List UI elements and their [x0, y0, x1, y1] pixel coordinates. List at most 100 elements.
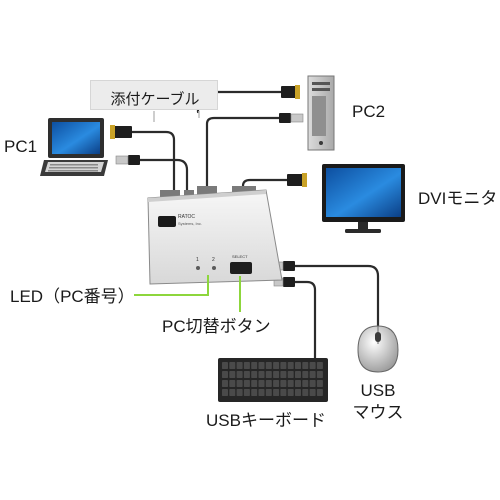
usb-mouse-icon	[357, 325, 399, 373]
monitor-dvi-cable	[241, 178, 290, 192]
keyboard-key	[273, 371, 280, 378]
keyboard-key	[265, 380, 272, 387]
pc1-usb-cable	[138, 158, 189, 198]
keyboard-key	[236, 371, 243, 378]
keyboard-key	[302, 362, 309, 369]
keyboard-key	[243, 371, 250, 378]
usb-keyboard-icon	[218, 358, 328, 402]
kvm-switch-device	[147, 186, 283, 285]
keyboard-key	[265, 389, 272, 396]
pc-switch-button-label: PC切替ボタン	[162, 317, 271, 336]
keyboard-key	[287, 362, 294, 369]
pc2-dvi-plug	[281, 85, 300, 99]
keyboard-key	[287, 380, 294, 387]
select-button-body	[230, 262, 252, 274]
keyboard-key	[265, 362, 272, 369]
keyboard-key	[251, 380, 258, 387]
pc2-usb-cable	[205, 116, 282, 192]
keyboard-key	[280, 371, 287, 378]
keyboard-key	[316, 362, 323, 369]
pc1-dvi-cable	[130, 130, 176, 198]
keyboard-key	[295, 371, 301, 378]
pc1-usb-plug	[115, 155, 140, 165]
keyboard-key	[229, 371, 236, 378]
led-label: LED（PC番号）	[10, 287, 135, 306]
keyboard-key	[316, 371, 323, 378]
keyboard-key	[222, 389, 228, 396]
pc2-usb-plug	[279, 113, 304, 123]
keyboard-key	[273, 380, 280, 387]
led-1-indicator	[196, 266, 200, 270]
keyboard-key	[236, 362, 243, 369]
keyboard-key	[222, 362, 228, 369]
dvi-port-pc2	[197, 186, 217, 196]
dvi-monitor-label: DVIモニタ	[418, 189, 498, 208]
keyboard-key	[302, 389, 309, 396]
keyboard-key	[280, 380, 287, 387]
keyboard-key	[273, 389, 280, 396]
keyboard-key	[229, 380, 236, 387]
mouse-cable	[293, 264, 380, 328]
pc2-label: PC2	[352, 102, 386, 121]
keyboard-key	[302, 380, 309, 387]
keyboard-key	[251, 371, 258, 378]
led-callout-line	[134, 275, 209, 296]
device-led-1-number: 1	[196, 257, 199, 263]
included-cable-tag: 添付ケーブル	[90, 80, 218, 110]
device-led-2-number: 2	[212, 257, 215, 263]
usb-mouse-label-line1: USB	[360, 381, 396, 400]
keyboard-keys	[222, 362, 323, 396]
keyboard-key	[273, 362, 280, 369]
keyboard-key	[243, 380, 250, 387]
keyboard-key	[309, 380, 316, 387]
keyboard-key	[222, 380, 228, 387]
cable-tag-pointers	[153, 111, 200, 122]
pc1-dvi-plug	[110, 125, 132, 139]
keyboard-key	[265, 371, 272, 378]
keyboard-key	[287, 371, 294, 378]
keyboard-key	[287, 389, 294, 396]
keyboard-key	[251, 362, 258, 369]
brand-logo-mark	[158, 216, 176, 227]
keyboard-key	[258, 362, 265, 369]
keyboard-key	[229, 362, 236, 369]
usb-mouse-label-line2: マウス	[352, 403, 404, 422]
usb-port-pc1	[184, 190, 194, 198]
keyboard-key	[243, 389, 250, 396]
keyboard-key	[251, 389, 258, 396]
device-usb-plug-2	[273, 277, 295, 287]
keyboard-key	[295, 362, 301, 369]
keyboard-key	[309, 389, 316, 396]
dvi-monitor-icon	[322, 164, 405, 233]
pc1-label: PC1	[4, 137, 38, 156]
pc1-laptop-icon	[40, 118, 108, 176]
dvi-port-pc1	[160, 190, 180, 198]
keyboard-key	[280, 362, 287, 369]
keyboard-key	[316, 380, 323, 387]
pc2-tower-icon	[307, 75, 335, 151]
monitor-dvi-plug	[287, 173, 307, 187]
keyboard-key	[258, 380, 265, 387]
keyboard-key	[258, 371, 265, 378]
usb-keyboard-label: USBキーボード	[206, 411, 326, 430]
keyboard-key	[302, 371, 309, 378]
device-select-label[interactable]: SELECT	[232, 254, 248, 259]
keyboard-key	[229, 389, 236, 396]
keyboard-key	[243, 362, 250, 369]
device-brand-sub: Systems, Inc.	[178, 221, 203, 226]
connectors	[110, 85, 307, 287]
cables	[130, 90, 380, 360]
keyboard-key	[309, 362, 316, 369]
keyboard-key	[236, 389, 243, 396]
keyboard-cable	[293, 280, 317, 360]
callout-lines	[134, 275, 241, 312]
device-brand-logo: RATOC	[178, 214, 196, 220]
keyboard-key	[258, 389, 265, 396]
included-cable-label: 添付ケーブル	[110, 91, 200, 108]
keyboard-key	[236, 380, 243, 387]
keyboard-key	[295, 389, 301, 396]
keyboard-key	[222, 371, 228, 378]
keyboard-key	[316, 389, 323, 396]
led-2-indicator	[212, 266, 216, 270]
